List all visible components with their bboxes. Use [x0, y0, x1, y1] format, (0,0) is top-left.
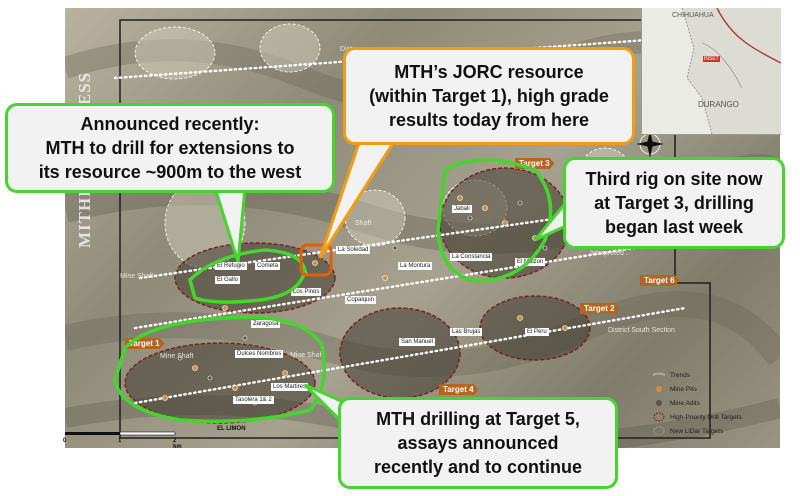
label-el-peru: El Peru — [525, 328, 549, 336]
label-interpreted: Interpreted .. — [590, 250, 630, 257]
callout-target3: Third rig on site now at Target 3, drill… — [563, 157, 785, 249]
map-legend: Trends Mine Pits Mine Adits High-Priorit… — [648, 370, 768, 448]
label-mine-shaft-2: Mine Shaft — [160, 353, 194, 360]
inset-site-marker: INSET — [703, 56, 720, 62]
inset-map: CHIHUAHUA DURANGO INSET — [641, 8, 781, 135]
label-cometa: Cometa — [255, 262, 281, 270]
legend-lidar: New LiDar Targets — [652, 426, 723, 436]
inset-label-durango: DURANGO — [698, 100, 739, 109]
label-la-montura: La Montura — [398, 262, 433, 270]
target4-label: Target 4 — [439, 384, 479, 395]
legend-trends: Trends — [652, 370, 690, 380]
scale-zero: 0 — [63, 438, 67, 444]
label-las-brujas: Las Brujas — [450, 328, 483, 336]
high-priority-target-icon — [652, 412, 666, 422]
north-arrow-icon — [636, 130, 664, 158]
target2-label: Target 2 — [580, 303, 620, 314]
callout-jorc-resource: MTH’s JORC resource (within Target 1), h… — [343, 47, 635, 145]
mine-pit-icon — [652, 385, 666, 393]
callout-target5-text: MTH drilling at Target 5, assays announc… — [373, 409, 583, 477]
callout-jorc-text: MTH’s JORC resource (within Target 1), h… — [369, 62, 609, 130]
label-la-soledad: La Soledad — [336, 246, 371, 254]
label-el-maizon: El Maizon — [515, 258, 546, 266]
label-mine-shaft-1: Mine Shaft — [120, 273, 154, 280]
label-shaft-upper: Shaft — [355, 220, 372, 227]
scale-bar-graphic — [65, 431, 176, 436]
scale-one: 1 — [118, 438, 122, 444]
label-mine-shaft-3: Mine Shaft — [290, 352, 324, 359]
label-la-constancia: La Constancia — [450, 253, 493, 261]
label-tasolera: Tasolera 1& 2 — [233, 396, 274, 404]
label-el-gallo: El Gallo — [215, 276, 241, 284]
target6-label: Target 6 — [640, 275, 680, 286]
inset-map-graphic — [642, 8, 781, 134]
target4-zone — [339, 307, 461, 399]
scale-two: 2 km — [173, 438, 182, 450]
label-dulces-nombres: Dulces Nombres — [235, 350, 284, 358]
target3-label: Target 3 — [515, 158, 555, 169]
legend-mine-pits: Mine Pits — [652, 384, 697, 394]
label-san-manuel: San Manuel — [399, 338, 436, 346]
label-el-limon: EL LIMON — [217, 426, 246, 432]
callout-west-extension: Announced recently: MTH to drill for ext… — [5, 103, 335, 193]
inset-label-chihuahua: CHIHUAHUA — [672, 12, 714, 19]
legend-mine-adits: Mine Adits — [652, 398, 700, 408]
lidar-target-icon — [652, 426, 666, 436]
label-jabali: Jabali — [452, 205, 472, 213]
legend-high-priority: High-Priority Drill Targets — [652, 412, 742, 422]
scale-bar: 0 1 2 km — [63, 430, 185, 450]
label-zaragosa: Zaragosa — [251, 320, 281, 328]
target1-label: Target 1 — [125, 338, 165, 349]
target1-zone — [174, 242, 336, 314]
callout-target5: MTH drilling at Target 5, assays announc… — [338, 397, 618, 489]
callout-target3-text: Third rig on site now at Target 3, drill… — [585, 169, 763, 237]
label-los-pinos: Los Pinos — [291, 288, 322, 296]
label-district-south: District South Section — [608, 327, 675, 334]
label-copalquin: Copalquin — [345, 296, 377, 304]
callout-west-text: Announced recently: MTH to drill for ext… — [38, 114, 302, 182]
mine-adit-icon — [652, 399, 666, 407]
label-los-martires: Los Martires — [271, 383, 309, 391]
trend-line-icon — [652, 372, 666, 378]
label-el-refugio: El Refugio — [215, 262, 247, 270]
